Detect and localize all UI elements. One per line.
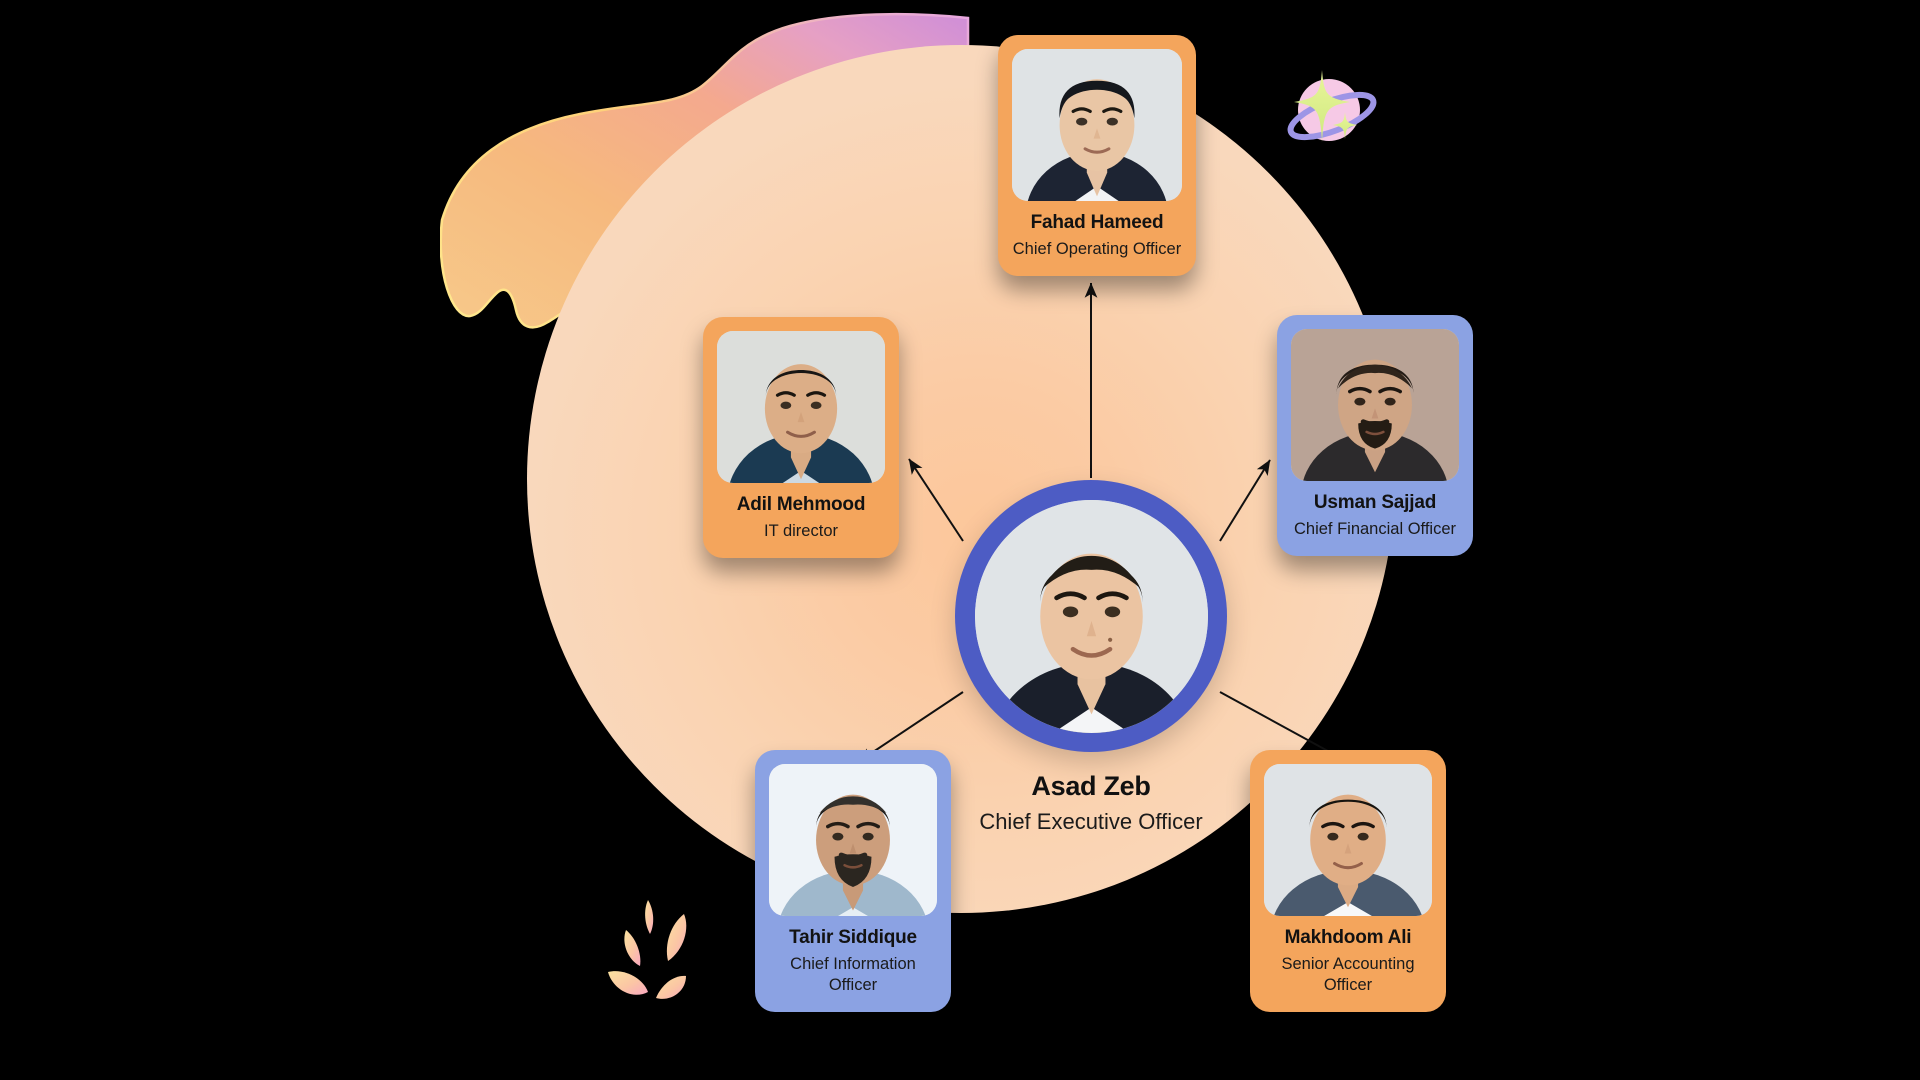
ceo-name: Asad Zeb	[1031, 771, 1151, 801]
portrait-usman-sajjad	[1291, 329, 1459, 481]
portrait-makhdoom-ali	[1264, 764, 1432, 916]
person-card-makhdoom-ali[interactable]: Makhdoom Ali Senior Accounting Officer	[1250, 750, 1446, 1013]
ceo-role: Chief Executive Officer	[979, 809, 1203, 834]
person-name: Fahad Hameed	[1030, 212, 1164, 233]
portrait-asad-zeb	[974, 499, 1208, 733]
portrait-tahir-siddique	[769, 764, 937, 916]
portrait-adil-mehmood	[717, 331, 885, 483]
person-name: Adil Mehmood	[736, 494, 866, 515]
ceo-ring	[955, 480, 1227, 752]
person-card-adil-mehmood[interactable]: Adil Mehmood IT director	[703, 317, 899, 558]
person-name: Makhdoom Ali	[1284, 927, 1412, 948]
person-name: Tahir Siddique	[789, 927, 917, 948]
person-role: IT director	[764, 521, 838, 540]
portrait-fahad-hameed	[1012, 49, 1182, 201]
person-card-usman-sajjad[interactable]: Usman Sajjad Chief Financial Officer	[1277, 315, 1473, 556]
person-card-tahir-siddique[interactable]: Tahir Siddique Chief Information Officer	[755, 750, 951, 1013]
person-name: Usman Sajjad	[1313, 492, 1437, 513]
person-role: Chief Operating Officer	[1012, 239, 1182, 258]
person-role: Chief Information Officer	[790, 954, 916, 994]
center-node-asad-zeb[interactable]: Asad Zeb Chief Executive Officer	[955, 480, 1227, 835]
planet-sparkle-icon	[1287, 70, 1377, 142]
person-role: Senior Accounting Officer	[1281, 954, 1415, 994]
person-role: Chief Financial Officer	[1293, 519, 1456, 538]
person-card-fahad-hameed[interactable]: Fahad Hameed Chief Operating Officer	[998, 35, 1196, 276]
petals-decoration	[608, 900, 687, 999]
